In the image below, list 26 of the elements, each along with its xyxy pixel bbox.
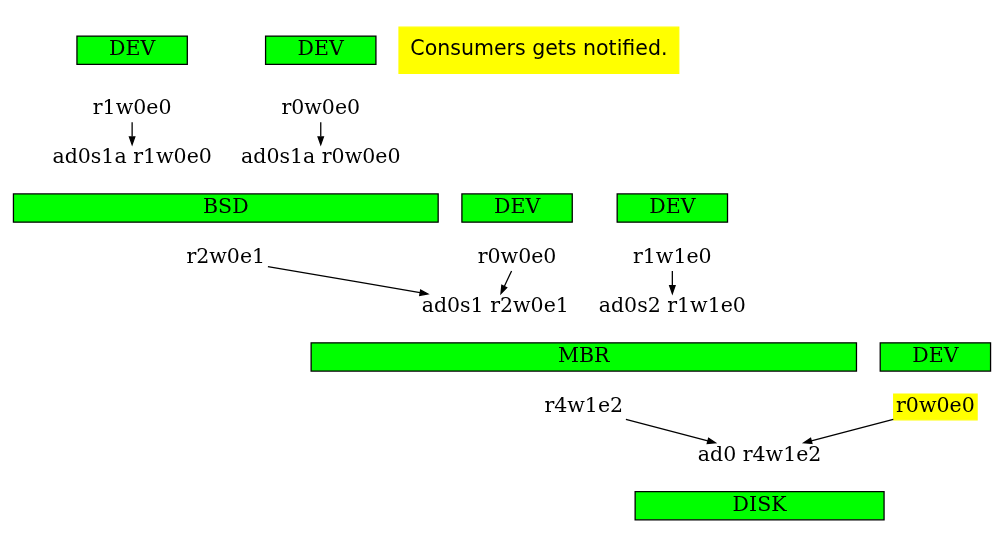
node-text: r1w1e0 [633, 243, 712, 268]
node-text: r2w0e1 [186, 243, 266, 268]
node-box: r0w0e0 [893, 393, 978, 421]
node-box: DEV [264, 35, 377, 65]
arrow [128, 121, 136, 147]
node-text: ad0s2 r1w1e0 [598, 292, 746, 317]
arrow [625, 418, 718, 445]
node-text: ad0s1 r2w0e1 [421, 292, 569, 317]
label: Consumers gets notified. [410, 36, 668, 61]
node-text: ad0 r4w1e2 [697, 441, 822, 466]
node-box: DISK [634, 491, 885, 521]
node-box: DEV [879, 342, 992, 372]
node-box: MBR [310, 342, 858, 372]
arrow [801, 418, 894, 445]
arrow [267, 265, 430, 297]
node-text: r4w1e2 [544, 392, 624, 417]
node-box: DEV [76, 35, 188, 65]
arrow [500, 270, 513, 296]
node-text: r1w0e0 [92, 95, 172, 120]
node-text: ad0s1a r0w0e0 [241, 143, 401, 168]
node-box: DEV [616, 193, 729, 223]
node-box: DEV [461, 193, 573, 223]
node-box: BSD [12, 193, 439, 223]
node-text: ad0s1a r1w0e0 [52, 143, 212, 168]
node-text: r0w0e0 [281, 95, 361, 120]
node-text: r0w0e0 [477, 243, 557, 268]
